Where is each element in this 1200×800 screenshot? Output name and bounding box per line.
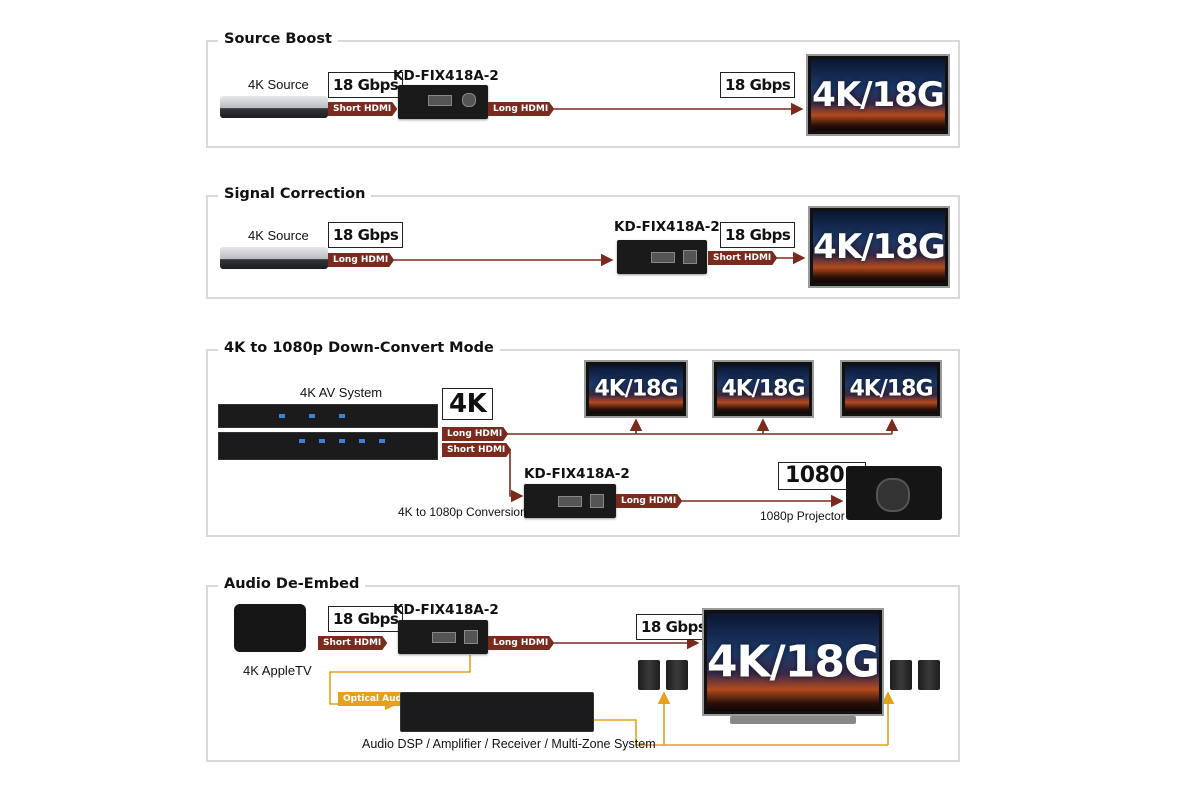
av-system-top-unit	[218, 404, 438, 428]
tv-stand	[730, 716, 856, 724]
gbps-badge-out: 18 Gbps	[720, 222, 796, 248]
panel-down-convert: 4K to 1080p Down-Convert Mode	[206, 340, 960, 537]
device-name: KD-FIX418A-2	[393, 68, 499, 84]
gbps-badge-in: 18 Gbps	[328, 72, 404, 98]
apple-tv-device	[234, 604, 306, 652]
conversion-label: 4K to 1080p Conversion	[398, 505, 527, 519]
display-text: 4K/18G	[812, 75, 945, 115]
cable-short-hdmi: Short HDMI	[442, 443, 511, 457]
audio-amplifier	[400, 692, 594, 732]
cable-short-hdmi: Short HDMI	[708, 251, 777, 265]
4k-display: 4K/18G	[702, 608, 884, 716]
cable-optical-audio: Optical Audio	[338, 692, 417, 706]
section-title: Source Boost	[218, 31, 338, 47]
source-label: 4K AppleTV	[243, 663, 312, 678]
kd-fix418a-2-device	[398, 85, 488, 119]
section-title: Audio De-Embed	[218, 576, 366, 592]
speaker-right-1	[890, 660, 912, 690]
kd-fix418a-2-device	[398, 620, 488, 654]
cable-long-hdmi: Long HDMI	[442, 427, 508, 441]
kd-fix418a-2-device	[524, 484, 616, 518]
panel-source-boost: Source Boost	[206, 31, 960, 148]
projector-label: 1080p Projector	[760, 509, 845, 523]
amplifier-label: Audio DSP / Amplifier / Receiver / Multi…	[362, 737, 656, 751]
section-title: 4K to 1080p Down-Convert Mode	[218, 340, 500, 356]
4k-display-2: 4K/18G	[712, 360, 814, 418]
kd-fix418a-2-device	[617, 240, 707, 274]
display-text: 4K/18G	[594, 376, 678, 402]
speaker-left-2	[666, 660, 688, 690]
display-text: 4K/18G	[721, 376, 805, 402]
section-title: Signal Correction	[218, 186, 372, 202]
display-text: 4K/18G	[813, 227, 946, 267]
source-label: 4K Source	[248, 228, 309, 243]
av-system-bottom-unit	[218, 432, 438, 460]
gbps-badge-in: 18 Gbps	[328, 222, 404, 248]
gbps-badge-out: 18 Gbps	[636, 614, 712, 640]
4k-source-player	[220, 247, 328, 269]
cable-short-hdmi: Short HDMI	[318, 636, 387, 650]
1080p-projector	[846, 466, 942, 520]
device-name: KD-FIX418A-2	[614, 219, 720, 235]
panel-signal-correction: Signal Correction	[206, 186, 960, 299]
display-text: 4K/18G	[849, 376, 933, 402]
gbps-badge-in: 18 Gbps	[328, 606, 404, 632]
display-text: 4K/18G	[706, 636, 880, 688]
device-name: KD-FIX418A-2	[393, 602, 499, 618]
gbps-badge-out: 18 Gbps	[720, 72, 796, 98]
4k-display-3: 4K/18G	[840, 360, 942, 418]
source-label: 4K Source	[248, 77, 309, 92]
device-name: KD-FIX418A-2	[524, 466, 630, 482]
4k-display: 4K/18G	[808, 206, 950, 288]
cable-long-hdmi: Long HDMI	[488, 636, 554, 650]
cable-long-hdmi: Long HDMI	[328, 253, 394, 267]
panel-audio-deembed: Audio De-Embed	[206, 576, 960, 762]
4k-display-1: 4K/18G	[584, 360, 688, 418]
cable-long-hdmi-out: Long HDMI	[616, 494, 682, 508]
cable-short-hdmi: Short HDMI	[328, 102, 397, 116]
4k-display: 4K/18G	[806, 54, 950, 136]
speaker-left-1	[638, 660, 660, 690]
speaker-right-2	[918, 660, 940, 690]
4k-source-player	[220, 96, 328, 118]
system-label: 4K AV System	[300, 385, 383, 400]
resolution-badge-4k: 4K	[442, 388, 494, 420]
cable-long-hdmi: Long HDMI	[488, 102, 554, 116]
